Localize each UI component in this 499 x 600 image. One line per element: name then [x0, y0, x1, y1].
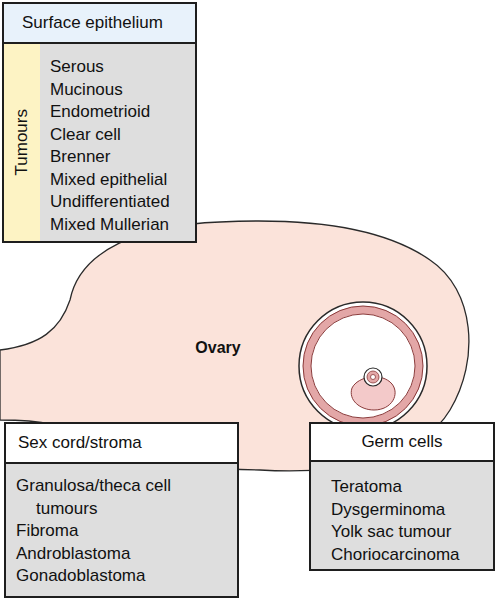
- tumour-type: Choriocarcinoma: [331, 544, 489, 567]
- side-band: Tumours: [4, 44, 40, 241]
- tumour-type: Clear cell: [50, 124, 191, 147]
- tumour-type: Androblastoma: [16, 543, 226, 566]
- tumour-type: Endometrioid: [50, 101, 191, 124]
- tumour-type: Mixed Mullerian: [50, 214, 191, 237]
- tumour-type: Fibroma: [16, 520, 226, 543]
- box-header: Sex cord/stroma: [6, 424, 237, 464]
- box-heading: Sex cord/stroma: [18, 433, 142, 453]
- tumour-type: Dysgerminoma: [331, 499, 489, 522]
- box-heading: Germ cells: [361, 432, 442, 452]
- tumour-group-box: Germ cellsTeratomaDysgerminomaYolk sac t…: [309, 422, 495, 571]
- organ-label: Ovary: [195, 339, 240, 357]
- tumour-type: Gonadoblastoma: [16, 565, 226, 588]
- ovary-shape: [0, 221, 469, 471]
- tumour-type: Mixed epithelial: [50, 169, 191, 192]
- tumour-type: Brenner: [50, 146, 191, 169]
- tumour-type: Undifferentiated: [50, 191, 191, 214]
- box-body: Granulosa/theca cell tumoursFibromaAndro…: [6, 464, 237, 596]
- tumour-group-box: Surface epitheliumTumours SerousMucinousE…: [2, 2, 197, 243]
- tumour-type: Granulosa/theca cell tumours: [16, 475, 226, 520]
- box-header: Germ cells: [311, 424, 493, 462]
- tumour-type: Teratoma: [331, 476, 489, 499]
- tumour-list: Granulosa/theca cell tumoursFibromaAndro…: [6, 464, 237, 596]
- tumour-list: TeratomaDysgerminomaYolk sac tumourChori…: [311, 462, 493, 569]
- tumour-type: Serous: [50, 56, 191, 79]
- tumour-type: Mucinous: [50, 79, 191, 102]
- box-body: TeratomaDysgerminomaYolk sac tumourChori…: [311, 462, 493, 569]
- box-body: Tumours SerousMucinousEndometrioidClear c…: [4, 44, 195, 241]
- side-label: Tumours: [12, 109, 32, 175]
- box-heading: Surface epithelium: [22, 13, 163, 33]
- tumour-list: SerousMucinousEndometrioidClear cellBren…: [40, 44, 195, 241]
- box-header: Surface epithelium: [4, 4, 195, 44]
- tumour-group-box: Sex cord/stromaGranulosa/theca cell tumo…: [4, 422, 239, 598]
- tumour-type: Yolk sac tumour: [331, 521, 489, 544]
